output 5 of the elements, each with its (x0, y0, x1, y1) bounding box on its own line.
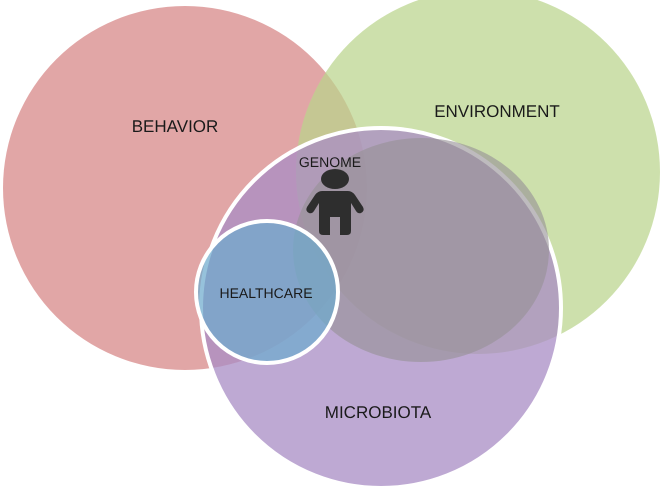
circle-label: BEHAVIOR (132, 117, 218, 137)
circle-label: GENOME (298, 154, 362, 170)
circle-label: MICROBIOTA (324, 403, 432, 423)
circle-label: HEALTHCARE (219, 285, 313, 301)
circle-label: ENVIRONMENT (434, 102, 560, 122)
